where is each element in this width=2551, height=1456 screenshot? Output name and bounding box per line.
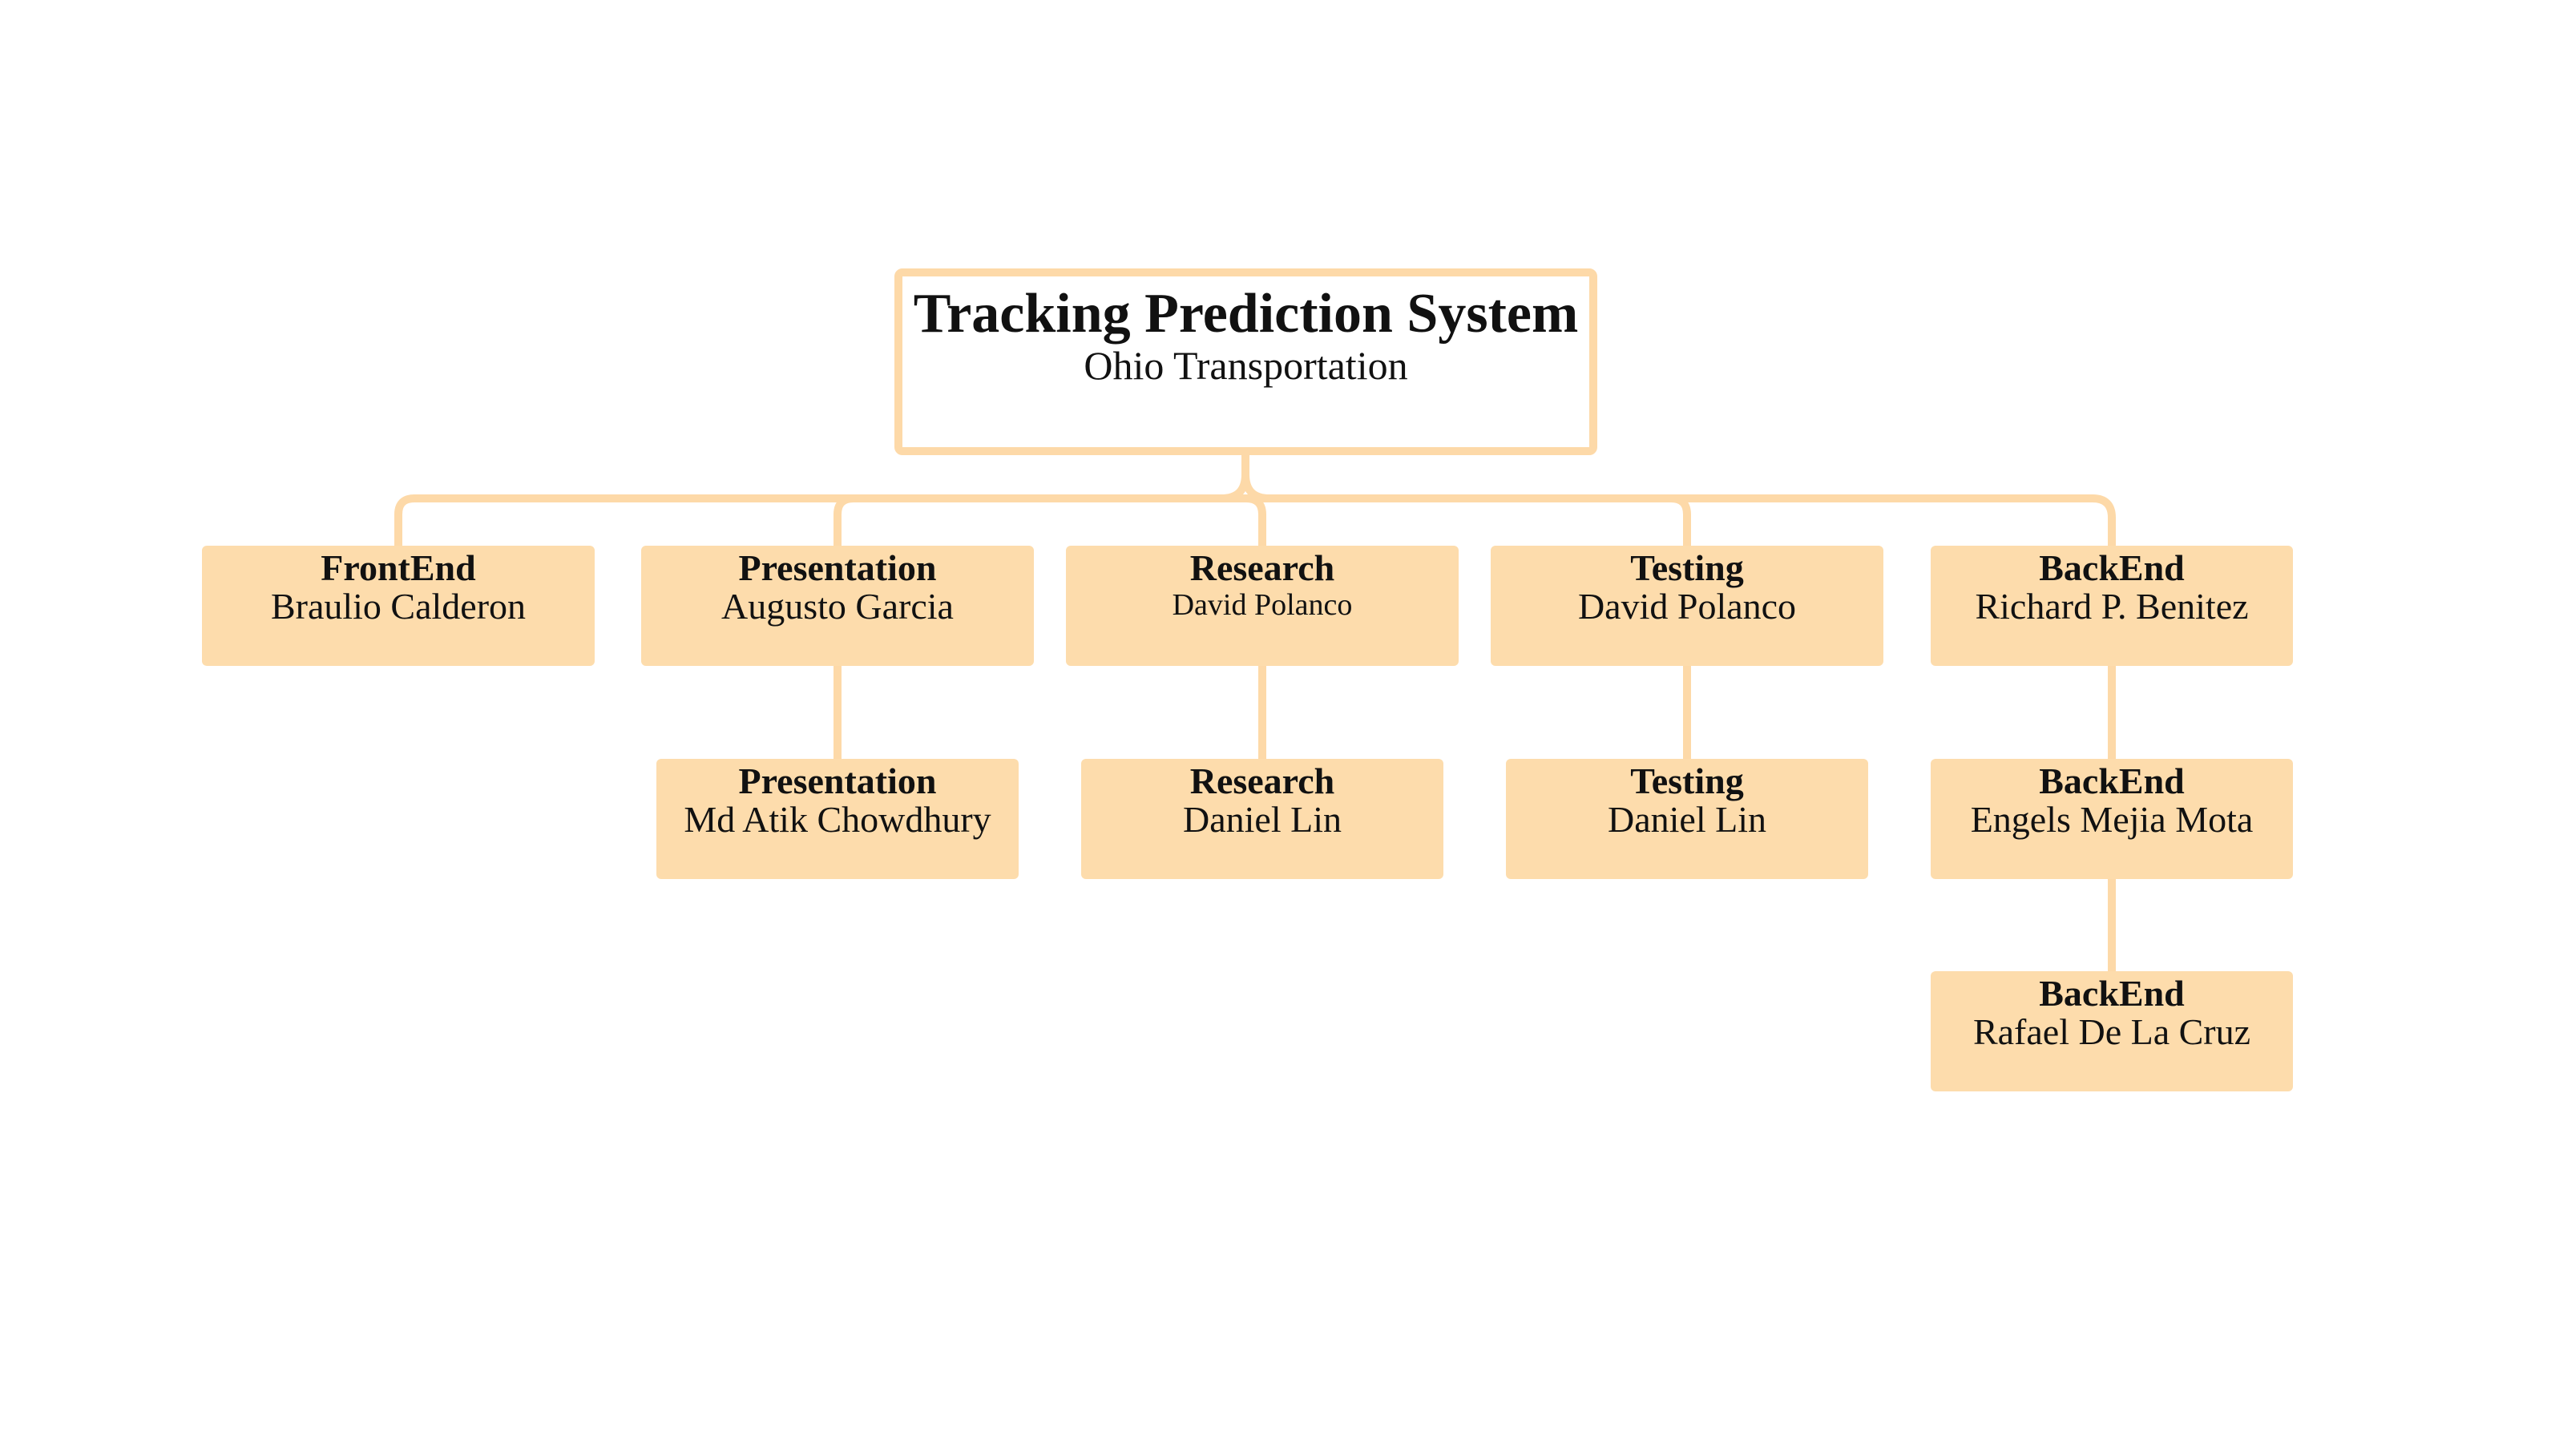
- node-presentation-md-atik: Presentation Md Atik Chowdhury: [656, 759, 1019, 879]
- node-research-daniel: Research Daniel Lin: [1081, 759, 1443, 879]
- node-role: BackEnd: [2039, 973, 2185, 1014]
- node-member: Richard P. Benitez: [1975, 586, 2249, 627]
- root-title: Tracking Prediction System: [913, 283, 1579, 345]
- node-member: Braulio Calderon: [270, 586, 527, 627]
- node-role: FrontEnd: [321, 547, 476, 588]
- connector-drop-presentation: [834, 494, 858, 550]
- node-member: David Polanco: [1577, 586, 1797, 627]
- node-role: Testing: [1630, 760, 1744, 801]
- connector-drop-frontend: [394, 494, 418, 550]
- root-subtitle: Ohio Transportation: [1084, 343, 1408, 388]
- node-role: Testing: [1630, 547, 1744, 588]
- node-testing-david: Testing David Polanco: [1491, 546, 1883, 666]
- connector-drop-research: [1242, 494, 1266, 550]
- node-member: Engels Mejia Mota: [1970, 799, 2254, 840]
- node-role: Presentation: [738, 760, 937, 801]
- connector-drop-testing: [1667, 494, 1691, 550]
- node-role: BackEnd: [2039, 760, 2185, 801]
- node-frontend-braulio: FrontEnd Braulio Calderon: [202, 546, 595, 666]
- node-member: Rafael De La Cruz: [1972, 1011, 2251, 1052]
- node-role: BackEnd: [2039, 547, 2185, 588]
- node-research-david: Research David Polanco: [1066, 546, 1459, 666]
- node-backend-richard: BackEnd Richard P. Benitez: [1931, 546, 2293, 666]
- root-node: Tracking Prediction System Ohio Transpor…: [894, 268, 1597, 455]
- node-member: Augusto Garcia: [721, 586, 954, 627]
- node-member: Daniel Lin: [1183, 799, 1342, 840]
- node-backend-rafael: BackEnd Rafael De La Cruz: [1931, 971, 2293, 1091]
- node-member: Md Atik Chowdhury: [684, 799, 991, 840]
- node-member: Daniel Lin: [1608, 799, 1766, 840]
- node-role: Presentation: [738, 547, 937, 588]
- connector-drop-backend: [2089, 494, 2116, 550]
- node-presentation-augusto: Presentation Augusto Garcia: [641, 546, 1034, 666]
- node-testing-daniel: Testing Daniel Lin: [1506, 759, 1868, 879]
- node-backend-engels: BackEnd Engels Mejia Mota: [1931, 759, 2293, 879]
- node-role: Research: [1189, 547, 1335, 588]
- node-role: Research: [1189, 760, 1335, 801]
- node-member: David Polanco: [1172, 588, 1353, 622]
